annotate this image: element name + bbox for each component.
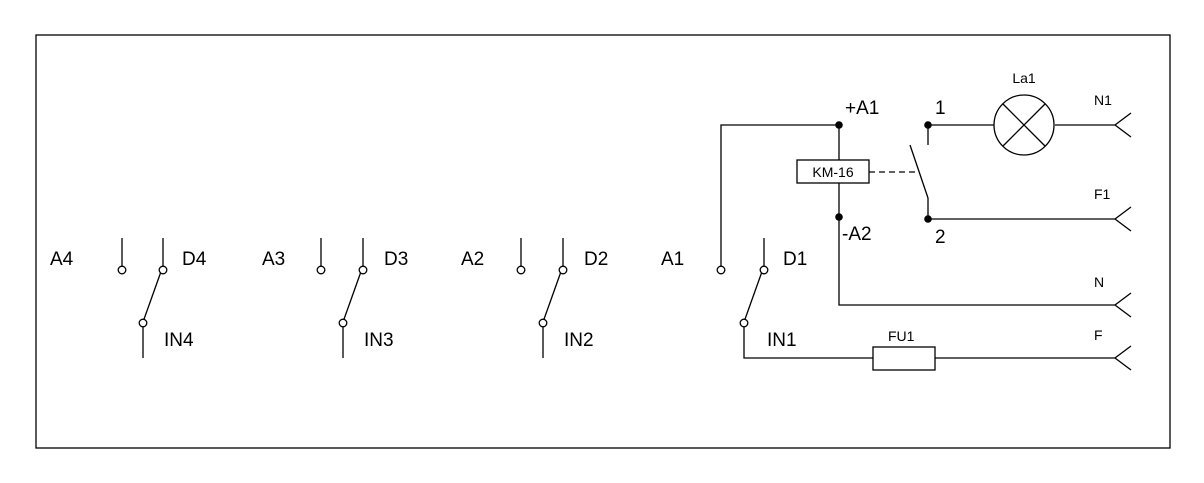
terminal-contact bbox=[516, 265, 526, 275]
switch-input-label: IN2 bbox=[564, 330, 594, 351]
terminal-arrow-icon bbox=[1113, 292, 1132, 318]
switch-in4: A4 D4 IN4 bbox=[50, 238, 207, 358]
switch-right-label: D1 bbox=[783, 249, 807, 270]
terminal-contact bbox=[759, 265, 769, 275]
terminal-label-n1: N1 bbox=[1094, 92, 1112, 108]
switch-in3: A3 D3 IN3 bbox=[262, 238, 408, 358]
fuse-label: FU1 bbox=[888, 328, 915, 344]
switch-left-label: A4 bbox=[50, 249, 74, 270]
contact-1-label: 1 bbox=[935, 98, 946, 119]
terminal-contact bbox=[338, 318, 348, 328]
wire-a1 bbox=[720, 124, 839, 266]
switch-left-label: A2 bbox=[461, 249, 484, 270]
fuse-icon bbox=[872, 346, 936, 371]
terminal-label-f: F bbox=[1094, 327, 1103, 343]
switch-input-label: IN4 bbox=[164, 330, 194, 351]
relay-coil-box bbox=[796, 159, 870, 184]
contact-2-label: 2 bbox=[935, 227, 946, 248]
terminal-label-n: N bbox=[1094, 274, 1104, 290]
lamp-label: La1 bbox=[1012, 70, 1036, 86]
switch-input-label: IN1 bbox=[767, 330, 797, 351]
terminal-contact bbox=[538, 318, 548, 328]
relay-minus-label: -A2 bbox=[842, 224, 872, 245]
terminal-arrow-icon bbox=[1113, 206, 1132, 232]
terminal-contact bbox=[117, 265, 127, 275]
relay-contact-lever bbox=[909, 144, 929, 199]
switch-input-label: IN3 bbox=[364, 330, 394, 351]
switch-right-label: D2 bbox=[584, 249, 608, 270]
terminal-arrow-icon bbox=[1113, 345, 1132, 371]
terminal-contact bbox=[558, 265, 568, 275]
switch-lever bbox=[542, 265, 564, 323]
switch-left-label: A1 bbox=[661, 249, 684, 270]
terminal-label-f1: F1 bbox=[1094, 186, 1111, 202]
switch-in2: A2 D2 IN2 bbox=[461, 238, 608, 358]
wiring bbox=[720, 121, 1115, 359]
lamp-la1: La1 bbox=[993, 70, 1055, 156]
diagram-frame bbox=[35, 34, 1171, 449]
relay-label: KM-16 bbox=[812, 164, 853, 180]
terminal-arrow-icon bbox=[1113, 112, 1132, 138]
switch-lever bbox=[342, 265, 364, 323]
terminal-contact bbox=[716, 265, 726, 275]
relay-km16: KM-16 +A1 -A2 1 2 bbox=[796, 98, 946, 248]
terminal-contact bbox=[358, 265, 368, 275]
switch-right-label: D3 bbox=[384, 249, 408, 270]
terminal-contact bbox=[158, 265, 168, 275]
switch-lever bbox=[743, 265, 765, 323]
switch-left-label: A3 bbox=[262, 249, 285, 270]
switch-lever bbox=[142, 265, 164, 323]
terminal-contact bbox=[316, 265, 326, 275]
relay-plus-label: +A1 bbox=[845, 98, 879, 119]
wire-f bbox=[743, 327, 873, 359]
wire-n bbox=[838, 183, 1115, 306]
switch-right-label: D4 bbox=[182, 249, 207, 270]
junction-dot bbox=[924, 121, 932, 129]
switch-in1: A1 D1 IN1 bbox=[661, 238, 807, 351]
output-terminals: N1 F1 N F bbox=[1094, 92, 1132, 371]
junction-dot bbox=[835, 121, 843, 129]
terminal-contact bbox=[739, 318, 749, 328]
fuse-fu1: FU1 bbox=[872, 328, 936, 371]
junction-dot bbox=[924, 215, 932, 223]
terminal-contact bbox=[138, 318, 148, 328]
junction-dot bbox=[835, 213, 843, 221]
